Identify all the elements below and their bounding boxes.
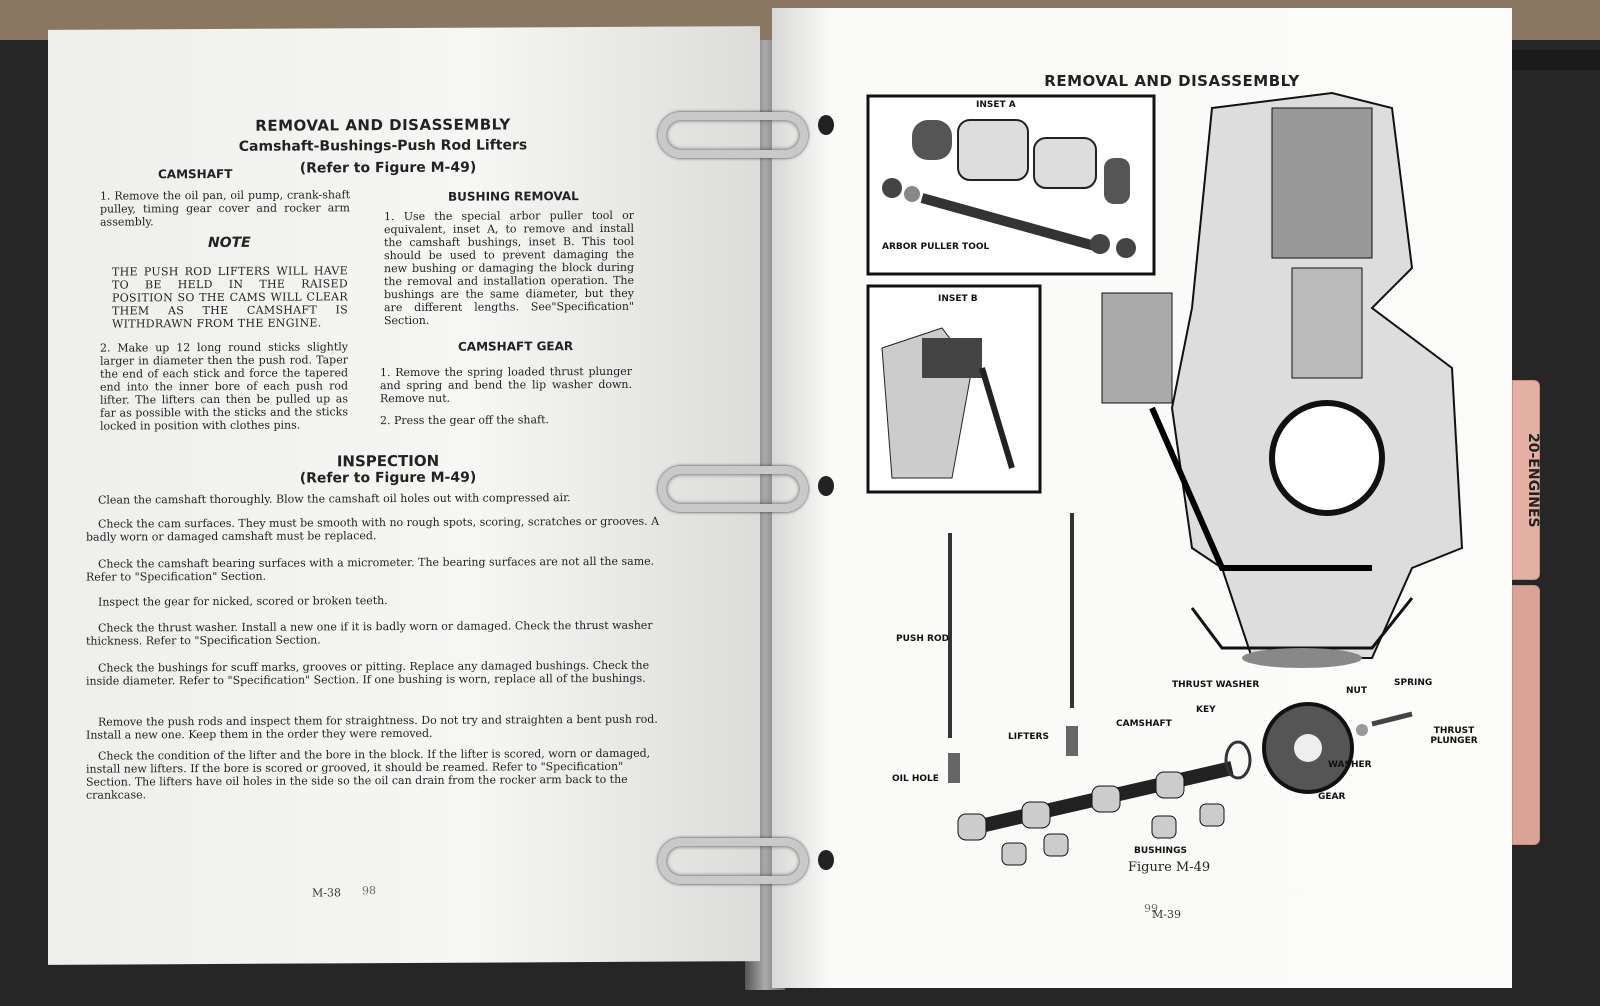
page-number: M-38 bbox=[312, 886, 341, 900]
gear-step-2: 2. Press the gear off the shaft. bbox=[380, 413, 550, 428]
threaded-rod bbox=[920, 193, 1104, 253]
binder-ring[interactable] bbox=[658, 838, 808, 884]
inspection-paragraph: Inspect the gear for nicked, scored or b… bbox=[98, 594, 388, 609]
gear-step-1: 1. Remove the spring loaded thrust plung… bbox=[380, 364, 632, 406]
engine-cutaway bbox=[1101, 91, 1464, 668]
inspection-heading: INSPECTION bbox=[336, 451, 440, 471]
section-tab-engines[interactable] bbox=[1512, 380, 1540, 580]
oil-hole-label: OIL HOLE bbox=[892, 774, 939, 784]
camshaft-step-2: 2. Make up 12 long round sticks slightly… bbox=[100, 340, 348, 433]
camshaft-assembly bbox=[957, 702, 1413, 866]
arbor-disc bbox=[1104, 158, 1130, 204]
figure-caption: Figure M-49 bbox=[1128, 860, 1211, 875]
lifters-label: LIFTERS bbox=[1008, 732, 1049, 742]
page-number-overlay: 99 bbox=[1144, 902, 1158, 915]
punch-hole bbox=[818, 476, 834, 496]
binder-ring[interactable] bbox=[658, 466, 808, 512]
nut-label: NUT bbox=[1346, 686, 1367, 696]
right-page: REMOVAL AND DISASSEMBLY bbox=[772, 8, 1512, 988]
left-page: REMOVAL AND DISASSEMBLY Camshaft-Bushing… bbox=[48, 26, 760, 965]
bushing-step-1: 1. Use the special arbor puller tool or … bbox=[384, 208, 634, 328]
inspection-paragraph: Remove the push rods and inspect them fo… bbox=[86, 712, 658, 742]
section-tab[interactable] bbox=[1512, 585, 1540, 845]
inset-a-label: INSET A bbox=[976, 100, 1016, 110]
inspection-paragraph: Check the thrust washer. Install a new o… bbox=[86, 618, 653, 648]
washer-label: WASHER bbox=[1328, 760, 1372, 770]
page-number: M-39 bbox=[1152, 908, 1181, 921]
push-rod-label: PUSH ROD bbox=[896, 634, 950, 644]
key-label: KEY bbox=[1196, 705, 1216, 715]
gear-label: GEAR bbox=[1318, 792, 1346, 802]
push-rods-and-lifters bbox=[948, 513, 1078, 783]
camshaft-label: CAMSHAFT bbox=[1116, 719, 1172, 729]
camshaft-heading: CAMSHAFT bbox=[158, 166, 233, 182]
figure-reference: (Refer to Figure M-49) bbox=[299, 159, 477, 177]
arbor-disc bbox=[912, 120, 952, 160]
bushing-removal-heading: BUSHING REMOVAL bbox=[448, 189, 579, 204]
bushings-label: BUSHINGS bbox=[1134, 846, 1187, 856]
inspection-paragraph: Check the cam surfaces. They must be smo… bbox=[86, 514, 660, 544]
bushing-sleeve bbox=[957, 119, 1029, 181]
left-page-subtitle: Camshaft-Bushings-Push Rod Lifters bbox=[238, 137, 528, 155]
binder-ring[interactable] bbox=[658, 112, 808, 158]
section-tab-label: 20-ENGINES bbox=[1525, 432, 1541, 528]
inspection-reference: (Refer to Figure M-49) bbox=[299, 469, 477, 487]
camshaft-step-1: 1. Remove the oil pan, oil pump, crank-s… bbox=[100, 188, 350, 229]
inspection-paragraph: Check the condition of the lifter and th… bbox=[86, 746, 651, 802]
bushing-sleeve bbox=[1033, 137, 1097, 189]
inspection-paragraph: Check the camshaft bearing surfaces with… bbox=[86, 554, 655, 584]
thrust-washer-label: THRUST WASHER bbox=[1172, 680, 1260, 690]
note-text: THE PUSH ROD LIFTERS WILL HAVE TO BE HEL… bbox=[112, 264, 348, 331]
thrust-plunger-label: THRUST PLUNGER bbox=[1430, 726, 1478, 746]
engine-diagram bbox=[866, 91, 1464, 866]
right-page-title: REMOVAL AND DISASSEMBLY bbox=[1044, 72, 1300, 90]
inspection-paragraph: Check the bushings for scuff marks, groo… bbox=[86, 658, 650, 688]
punch-hole bbox=[818, 115, 834, 135]
spring-label: SPRING bbox=[1394, 678, 1433, 688]
inset-b-box bbox=[866, 284, 1042, 494]
inset-a-box bbox=[866, 94, 1156, 276]
arbor-puller-tool-label: ARBOR PULLER TOOL bbox=[882, 242, 990, 252]
inspection-paragraph: Clean the camshaft thoroughly. Blow the … bbox=[98, 491, 571, 507]
page-number-overlay: 98 bbox=[362, 884, 376, 898]
left-page-title: REMOVAL AND DISASSEMBLY bbox=[255, 115, 511, 135]
inset-b-label: INSET B bbox=[938, 294, 978, 304]
note-heading: NOTE bbox=[208, 234, 251, 252]
punch-hole bbox=[818, 850, 834, 870]
camshaft-gear-heading: CAMSHAFT GEAR bbox=[458, 339, 574, 354]
